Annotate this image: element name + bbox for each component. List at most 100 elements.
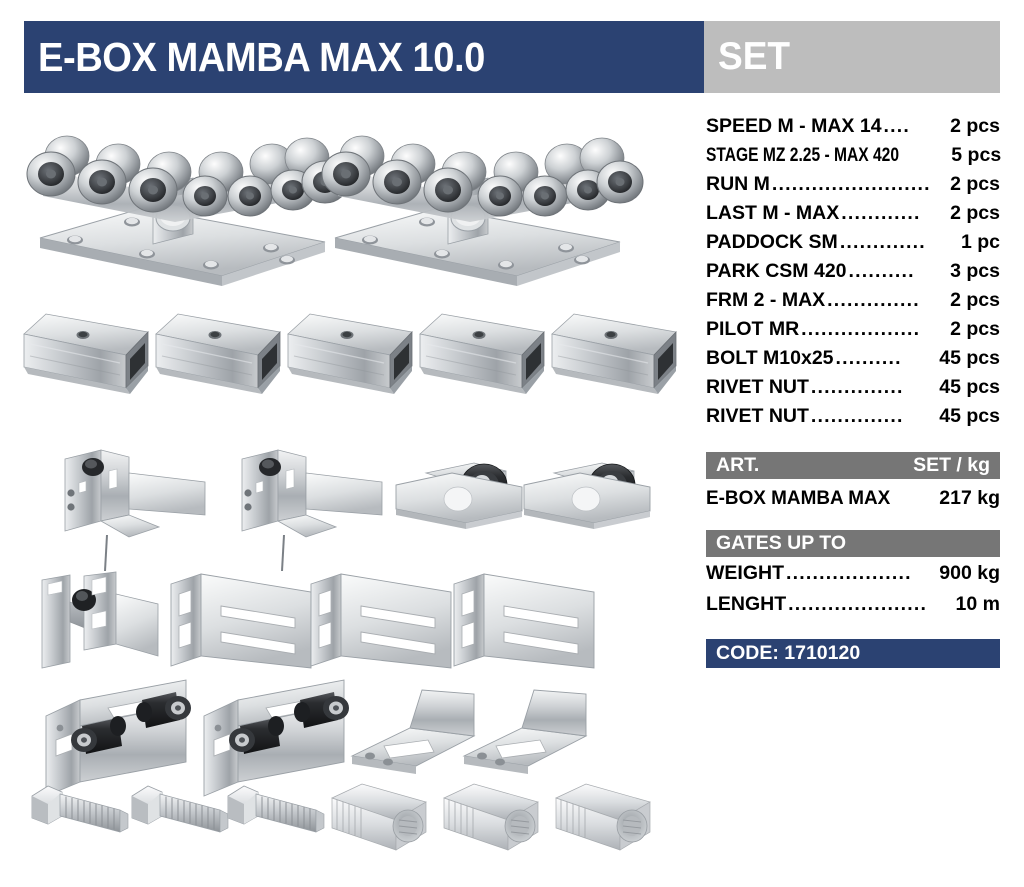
adjustable-catch-bracket bbox=[41, 574, 91, 669]
part-name: BOLT M10x25 bbox=[706, 347, 834, 370]
leader-dots: ..................... bbox=[788, 592, 928, 615]
art-value-row: E-BOX MAMBA MAX 217 kg bbox=[706, 487, 1000, 510]
row-fasteners bbox=[31, 783, 651, 851]
gates-weight-row: WEIGHT ................... 900 kg bbox=[706, 559, 1000, 588]
part-row: STAGE MZ 2.25 - MAX 420 .. 5 pcs bbox=[706, 141, 1002, 170]
roller-carriage bbox=[321, 135, 644, 287]
slotted-mounting-bracket bbox=[453, 573, 595, 669]
part-name: PADDOCK SM bbox=[706, 231, 838, 254]
specifications-panel: SPEED M - MAX 14 .... 2 pcs STAGE MZ 2.2… bbox=[706, 112, 1002, 668]
leader-dots: ............ bbox=[841, 202, 921, 225]
part-quantity: 2 pcs bbox=[950, 173, 1000, 196]
leader-dots: .... bbox=[883, 115, 911, 137]
leader-dots: .......... bbox=[848, 260, 915, 283]
part-name: LAST M - MAX bbox=[706, 202, 840, 225]
art-header-right: SET / kg bbox=[913, 453, 990, 476]
angle-support-bracket bbox=[463, 689, 587, 775]
leader-dots: .................. bbox=[801, 318, 921, 341]
art-header-bar: ART. SET / kg bbox=[706, 451, 1000, 479]
part-row: PARK CSM 420 .......... 3 pcs bbox=[706, 257, 1000, 286]
part-row: RIVET NUT .............. 45 pcs bbox=[706, 373, 1000, 402]
hex-bolt-m10x25 bbox=[227, 785, 325, 833]
angle-support-bracket bbox=[351, 689, 475, 775]
title-bar: E-BOX MAMBA MAX 10.0 bbox=[24, 21, 704, 93]
part-quantity: 45 pcs bbox=[939, 405, 1000, 428]
gates-weight-label: WEIGHT bbox=[706, 561, 784, 584]
row-catch-and-slotted-brackets bbox=[41, 571, 595, 669]
roller-carriage bbox=[26, 135, 349, 287]
product-illustrations bbox=[23, 135, 677, 851]
page-title: E-BOX MAMBA MAX 10.0 bbox=[38, 33, 485, 80]
gates-header-label: GATES UP TO bbox=[716, 531, 847, 554]
part-quantity: 45 pcs bbox=[939, 347, 1000, 370]
part-quantity: 2 pcs bbox=[950, 115, 1000, 137]
art-item-name: E-BOX MAMBA MAX bbox=[706, 486, 891, 509]
part-name: FRM 2 - MAX bbox=[706, 289, 826, 312]
top-guide-roller-bracket bbox=[203, 679, 350, 797]
leader-dots: .............. bbox=[810, 376, 904, 399]
leader-dots: ........................ bbox=[771, 173, 931, 196]
set-bar: SET bbox=[704, 21, 1000, 93]
part-quantity: 5 pcs bbox=[951, 144, 1002, 167]
gates-length-label: LENGHT bbox=[706, 592, 787, 615]
part-quantity: 2 pcs bbox=[950, 202, 1000, 225]
leader-dots: .......... bbox=[835, 347, 902, 370]
hex-bolt-m10x25 bbox=[31, 785, 129, 833]
row-end-stops-and-roller-plates bbox=[64, 449, 651, 572]
hex-bolt-m10x25 bbox=[131, 785, 229, 833]
row-guide-and-angle-brackets bbox=[45, 679, 587, 797]
product-code-bar: CODE: 1710120 bbox=[706, 638, 1000, 668]
part-name: RIVET NUT bbox=[706, 405, 809, 428]
part-row: FRM 2 - MAX .............. 2 pcs bbox=[706, 286, 1000, 315]
row-roller-carriages bbox=[26, 135, 644, 287]
end-stop-bracket bbox=[64, 449, 206, 572]
part-quantity: 45 pcs bbox=[939, 376, 1000, 399]
part-name: SPEED M - MAX 14 bbox=[706, 115, 882, 137]
row-rail-sections bbox=[23, 313, 677, 395]
rivet-nut bbox=[555, 783, 651, 851]
part-name: PARK CSM 420 bbox=[706, 260, 847, 283]
art-header-left: ART. bbox=[716, 453, 760, 476]
slotted-mounting-bracket bbox=[170, 573, 312, 669]
part-name: PILOT MR bbox=[706, 318, 800, 341]
top-guide-roller-bracket bbox=[45, 679, 192, 797]
part-quantity: 3 pcs bbox=[950, 260, 1000, 283]
product-code-text: CODE: 1710120 bbox=[716, 641, 861, 664]
slotted-mounting-bracket bbox=[310, 573, 452, 669]
part-name: RUN M bbox=[706, 173, 770, 196]
guide-roller-plate bbox=[523, 462, 651, 530]
adjustable-catch-bracket bbox=[71, 571, 159, 657]
rail-profile-section bbox=[287, 313, 413, 395]
part-row: RIVET NUT .............. 45 pcs bbox=[706, 402, 1000, 431]
part-quantity: 2 pcs bbox=[950, 318, 1000, 341]
leader-dots: ............. bbox=[839, 231, 926, 254]
part-name: RIVET NUT bbox=[706, 376, 809, 399]
part-row: SPEED M - MAX 14 .... 2 pcs bbox=[706, 112, 1000, 141]
parts-list: SPEED M - MAX 14 .... 2 pcs STAGE MZ 2.2… bbox=[706, 112, 1002, 432]
rail-profile-section bbox=[419, 313, 545, 395]
gates-length-value: 10 m bbox=[955, 592, 1000, 615]
set-label: SET bbox=[718, 35, 791, 78]
rail-profile-section bbox=[551, 313, 677, 395]
rivet-nut bbox=[331, 783, 427, 851]
gates-weight-value: 900 kg bbox=[939, 561, 1000, 584]
leader-dots: .............. bbox=[810, 405, 904, 428]
part-row: BOLT M10x25 .......... 45 pcs bbox=[706, 344, 1000, 373]
leader-dots: ................... bbox=[786, 561, 912, 584]
part-name: STAGE MZ 2.25 - MAX 420 bbox=[706, 144, 900, 167]
guide-roller-plate bbox=[395, 462, 523, 530]
gates-length-row: LENGHT ..................... 10 m bbox=[706, 590, 1000, 619]
part-quantity: 2 pcs bbox=[950, 289, 1000, 312]
part-quantity: 1 pc bbox=[960, 231, 1000, 254]
product-images bbox=[0, 100, 700, 880]
gates-header-bar: GATES UP TO bbox=[706, 529, 1000, 557]
part-row: LAST M - MAX ............ 2 pcs bbox=[706, 199, 1000, 228]
rivet-nut bbox=[443, 783, 539, 851]
art-item-weight: 217 kg bbox=[939, 486, 1000, 509]
part-row: RUN M ........................ 2 pcs bbox=[706, 170, 1000, 199]
leader-dots: .............. bbox=[827, 289, 920, 312]
part-row: PADDOCK SM ............. 1 pc bbox=[706, 228, 1000, 257]
rail-profile-section bbox=[155, 313, 281, 395]
header: E-BOX MAMBA MAX 10.0 SET bbox=[24, 21, 1000, 93]
